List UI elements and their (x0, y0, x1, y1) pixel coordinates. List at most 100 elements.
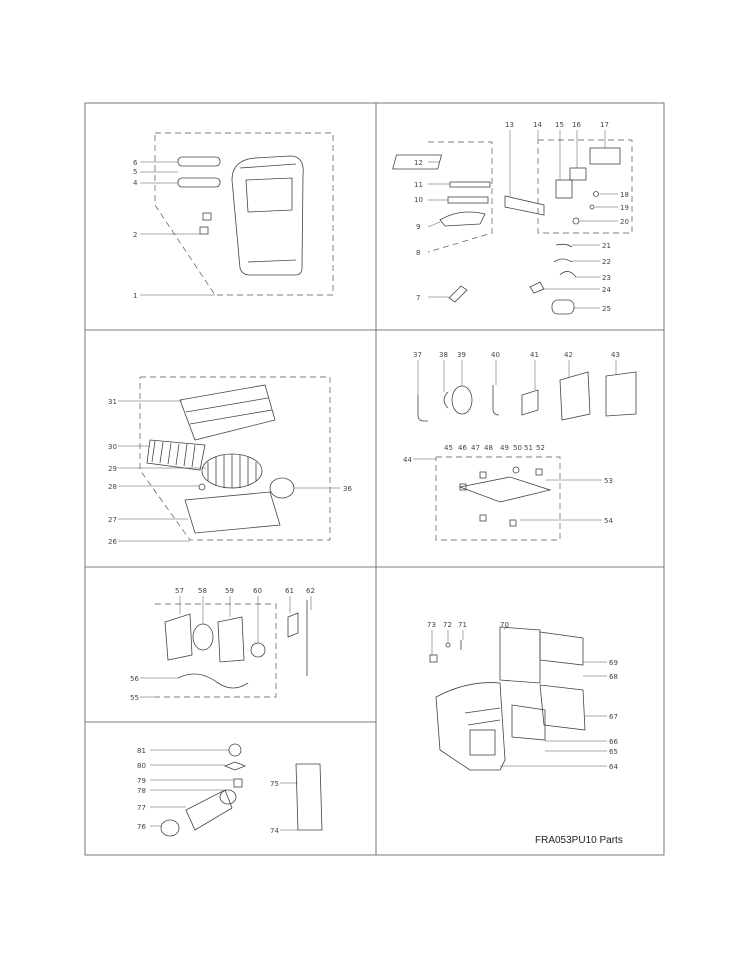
base-tray (184, 491, 281, 534)
callout: 17 (600, 121, 609, 129)
callout: 53 (604, 477, 613, 485)
callout: 28 (108, 483, 117, 491)
panel-f (429, 626, 607, 771)
callout: 12 (414, 159, 423, 167)
callout: 2 (133, 231, 137, 239)
callout: 15 (555, 121, 564, 129)
callout: 11 (414, 181, 423, 189)
callout: 7 (416, 294, 420, 302)
callout: 41 (530, 351, 539, 359)
cabinet-front (231, 155, 304, 276)
callout: 66 (609, 738, 618, 746)
callout: 57 (175, 587, 184, 595)
callout: 1 (133, 292, 137, 300)
callout: 74 (270, 827, 279, 835)
callout: 79 (137, 777, 146, 785)
diagram-title: FRA053PU10 Parts (535, 835, 623, 846)
callout: 45 (444, 444, 453, 452)
callout: 55 (130, 694, 139, 702)
callout: 18 (620, 191, 629, 199)
callout: 5 (133, 168, 137, 176)
callout: 71 (458, 621, 467, 629)
callout: 22 (602, 258, 611, 266)
callout: 67 (609, 713, 618, 721)
callout: 49 (500, 444, 509, 452)
callout: 73 (427, 621, 436, 629)
panel-g (150, 743, 323, 837)
window-slider-75 (295, 763, 323, 831)
callout: 65 (609, 748, 618, 756)
top-frame (179, 384, 276, 441)
callout: 27 (108, 516, 117, 524)
callout: 62 (306, 587, 315, 595)
callout: 48 (484, 444, 493, 452)
callout: 56 (130, 675, 139, 683)
callout: 14 (533, 121, 542, 129)
callout: 81 (137, 747, 146, 755)
rear-cabinet (435, 682, 506, 771)
callout: 80 (137, 762, 146, 770)
evaporator-grille (146, 439, 206, 471)
capacitor (551, 299, 575, 315)
callout: 61 (285, 587, 294, 595)
callout: 36 (343, 485, 352, 493)
callout: 54 (604, 517, 613, 525)
evaporator-coil (605, 371, 637, 417)
callout: 4 (133, 179, 138, 187)
filter-roller-4 (177, 177, 221, 188)
callout: 77 (137, 804, 146, 812)
fan-motor (269, 477, 295, 499)
condenser-coil (559, 371, 591, 421)
callout: 16 (572, 121, 581, 129)
callout: 46 (458, 444, 467, 452)
callout: 25 (602, 305, 611, 313)
callout: 60 (253, 587, 262, 595)
callout: 26 (108, 538, 117, 546)
callout: 8 (416, 249, 420, 257)
panel-b (392, 130, 633, 315)
callout: 29 (108, 465, 117, 473)
callout: 40 (491, 351, 500, 359)
callout: 50 (513, 444, 522, 452)
callout: 78 (137, 787, 146, 795)
callout: 6 (133, 159, 138, 167)
callout: 47 (471, 444, 480, 452)
panel-c (118, 376, 340, 542)
callout: 19 (620, 204, 629, 212)
filter-70 (499, 626, 541, 684)
callout: 69 (609, 659, 618, 667)
callout-labels: 6 5 4 2 1 7 8 9 10 11 12 13 14 15 16 17 … (108, 121, 629, 835)
callout: 38 (439, 351, 448, 359)
panel-d (413, 360, 637, 541)
callout: 9 (416, 223, 420, 231)
callout: 31 (108, 398, 117, 406)
callout: 76 (137, 823, 146, 831)
blower-wheel-e (192, 623, 214, 651)
panel-e (140, 596, 312, 698)
relay-7 (448, 285, 468, 303)
callout: 64 (609, 763, 618, 771)
callout: 52 (536, 444, 545, 452)
callout: 68 (609, 673, 618, 681)
callout: 39 (457, 351, 466, 359)
drain-pan (458, 476, 552, 503)
callout: 24 (602, 286, 611, 294)
callout: 21 (602, 242, 611, 250)
callout: 43 (611, 351, 620, 359)
callout: 13 (505, 121, 514, 129)
callout: 23 (602, 274, 611, 282)
callout: 58 (198, 587, 207, 595)
callout: 51 (524, 444, 533, 452)
callout: 10 (414, 196, 423, 204)
callout: 44 (403, 456, 412, 464)
callout: 75 (270, 780, 279, 788)
callout: 30 (108, 443, 117, 451)
exhaust-hose (185, 789, 233, 831)
callout: 20 (620, 218, 629, 226)
callout: 70 (500, 621, 509, 629)
panel-frame (84, 102, 665, 856)
panel-a (140, 132, 334, 296)
callout: 42 (564, 351, 573, 359)
filter-roller-6 (177, 156, 221, 167)
callout: 37 (413, 351, 422, 359)
